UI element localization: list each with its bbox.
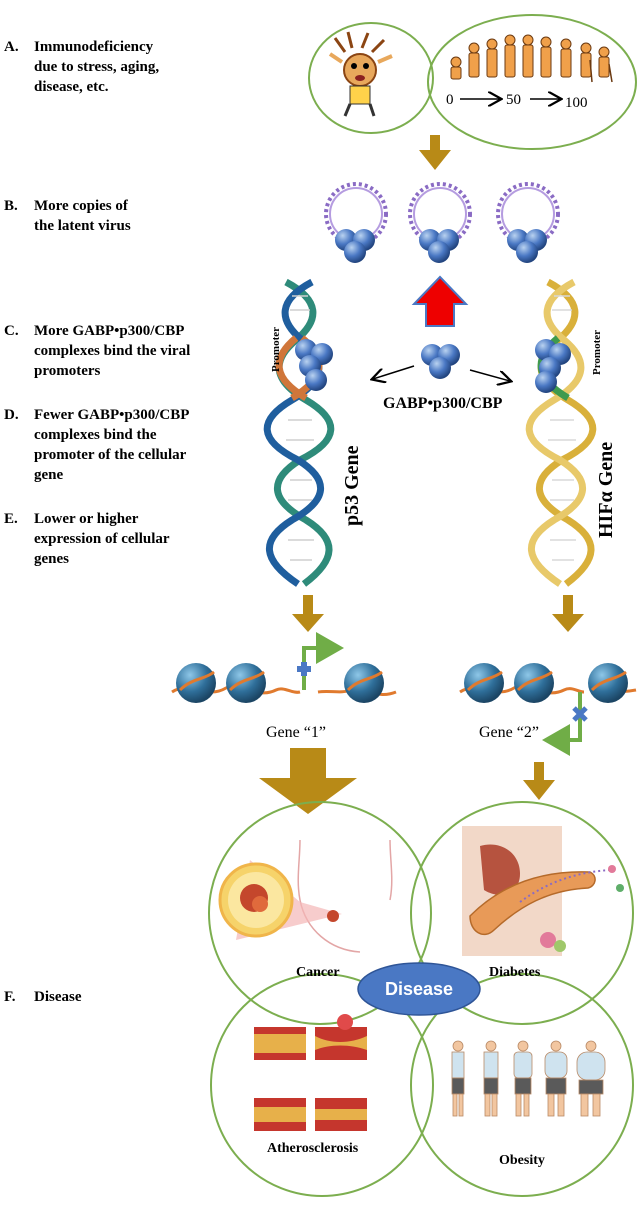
- step-a-letter: A.: [4, 39, 19, 55]
- gene2-repressed-tss-arrow: [542, 692, 582, 756]
- age-100-label: 100: [565, 95, 588, 111]
- right-complex-bound: [535, 339, 571, 393]
- stressed-person-icon: [328, 31, 393, 117]
- obesity-circle: [410, 973, 634, 1197]
- large-gold-arrow-gene1: [259, 748, 357, 814]
- step-b-letter: B.: [4, 198, 18, 214]
- step-e-text: Lower or higher expression of cellular g…: [34, 511, 170, 567]
- step-b-text: More copies of the latent virus: [34, 198, 131, 234]
- gold-arrow-right-gene: [552, 595, 584, 632]
- step-f-text: Disease: [34, 989, 82, 1005]
- p53-promoter-label: Promoter: [270, 327, 282, 372]
- small-gold-arrow-gene2: [523, 762, 555, 800]
- diabetes-circle: [410, 801, 634, 1025]
- viral-episome-2: [408, 182, 472, 263]
- aging-people-icon: [450, 34, 613, 83]
- gene2-chromatin: [459, 663, 637, 756]
- viral-episome-3: [496, 182, 560, 263]
- step-d-letter: D.: [4, 407, 19, 423]
- gene2-label: Gene “2”: [479, 724, 539, 741]
- step-a-text: Immunodeficiency due to stress, aging, d…: [34, 39, 160, 95]
- gene2-x-icon: [572, 706, 588, 722]
- p53-gene-label: p53 Gene: [341, 445, 363, 526]
- disease-venn: Cancer Diabetes Atherosclerosis: [208, 801, 634, 1197]
- step-c-letter: C.: [4, 323, 19, 339]
- complex-arrow-left: [373, 365, 415, 379]
- step-c-text: More GABP•p300/CBP complexes bind the vi…: [34, 323, 191, 379]
- breast-cancer-icon: [218, 839, 393, 953]
- gold-arrow-a-b: [419, 135, 451, 170]
- diabetes-label: Diabetes: [489, 965, 541, 980]
- age-0-label: 0: [446, 92, 454, 108]
- gene1-chromatin: [171, 632, 397, 703]
- red-up-arrow: [411, 275, 469, 327]
- viral-episomes: [324, 182, 560, 263]
- step-f-letter: F.: [4, 989, 16, 1005]
- obesity-people-icon: [451, 1040, 606, 1117]
- age-50-label: 50: [506, 92, 521, 108]
- complex-arrow-right: [469, 369, 510, 381]
- stress-circle: [308, 22, 434, 134]
- complex-label: GABP•p300/CBP: [383, 395, 503, 412]
- gene1-plus-icon: [297, 662, 311, 676]
- step-e-letter: E.: [4, 511, 18, 527]
- artery-plaque-icon: [254, 1014, 367, 1131]
- p53-dna-helix: [263, 278, 335, 587]
- hifa-gene-label: HIFα Gene: [595, 442, 617, 538]
- pancreas-icon: [462, 826, 624, 956]
- disease-center-ellipse: [357, 962, 481, 1016]
- gold-arrow-left-gene: [292, 595, 324, 632]
- cancer-label: Cancer: [296, 965, 340, 980]
- atherosclerosis-circle: [210, 973, 434, 1197]
- obesity-label: Obesity: [499, 1153, 545, 1168]
- viral-episome-1: [324, 182, 388, 263]
- atherosclerosis-label: Atherosclerosis: [267, 1141, 359, 1156]
- disease-center-label: Disease: [385, 979, 453, 999]
- left-complex-bound: [295, 339, 333, 391]
- aging-circle: [427, 14, 637, 150]
- gene1-label: Gene “1”: [266, 724, 326, 741]
- hifa-promoter-label: Promoter: [591, 330, 603, 375]
- free-gabp-complex: [421, 344, 460, 379]
- hifa-dna-helix: [525, 278, 597, 587]
- step-d-text: Fewer GABP•p300/CBP complexes bind the p…: [34, 407, 190, 483]
- cancer-circle: [208, 801, 432, 1025]
- stress-aging-illustration: 0 50 100: [308, 14, 637, 150]
